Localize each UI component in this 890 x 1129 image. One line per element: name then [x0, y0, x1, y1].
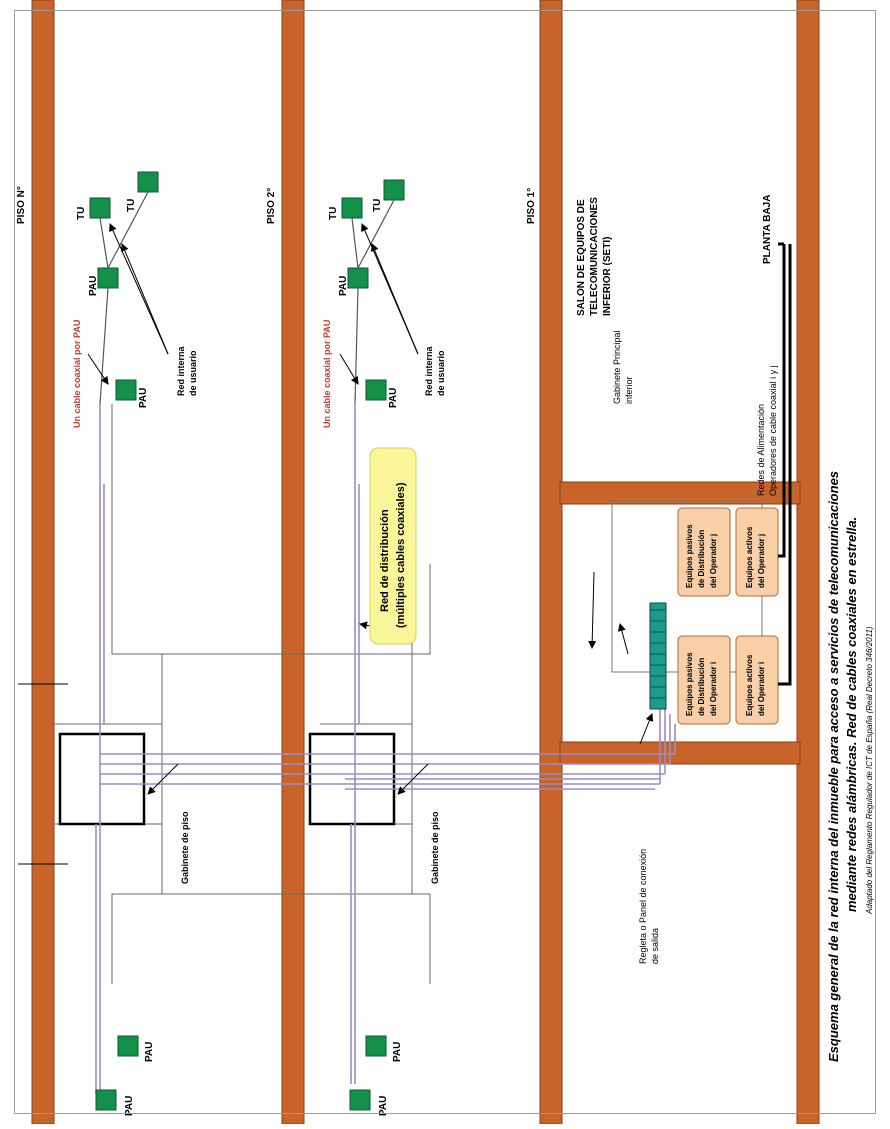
pasivos-i-box: [677, 635, 731, 725]
activos-j-l2: del Operador j: [757, 534, 766, 588]
output-panel: [649, 602, 667, 710]
pau-2-4: [365, 1035, 387, 1057]
label-piso-2: PISO 2°: [266, 188, 277, 224]
regleta-2: de salida: [650, 928, 660, 964]
activos-i-l1: Equipos activos: [745, 654, 754, 716]
pau-n-2: [115, 379, 137, 401]
pasivos-j-l3: del Operador j: [709, 534, 718, 588]
activos-i-box: [735, 635, 779, 725]
label-planta-baja: PLANTA BAJA: [762, 195, 773, 264]
red-interna-n-1: Red interna: [176, 345, 186, 396]
pasivos-i-l2: de Distribución: [697, 658, 706, 716]
seti-wall-upper: [559, 481, 801, 505]
label-piso-1: PISO 1°: [526, 188, 537, 224]
tu-label-n-2: TU: [126, 199, 137, 212]
pau-label-2-4: PAU: [392, 1042, 403, 1062]
pau-label-n-1: PAU: [88, 276, 99, 296]
caption: Esquema general de la red interna del in…: [826, 471, 874, 1062]
floor-slabs: [31, 0, 820, 1125]
activos-j-l1: Equipos activos: [745, 526, 754, 588]
red-distribucion-2: (múltiples cables coaxiales): [395, 482, 407, 628]
pau-label-2-2: PAU: [388, 388, 399, 408]
seti-title-1: SALON DE EQUIPOS DE: [576, 199, 587, 316]
seti-title-2: TELECOMUNICACIONES: [589, 197, 600, 316]
terminal-labels: TU TU PAU PAU PAU PAU TU TU PAU PAU PAU …: [76, 199, 403, 1116]
seti-wall-lower: [559, 741, 801, 765]
seti-title-3: INFERIOR (SETI): [602, 237, 613, 316]
regleta-1: Regleta o Panel de conexión: [638, 849, 648, 964]
pau-2-3: [349, 1089, 371, 1111]
tu-label-n-1: TU: [76, 207, 87, 220]
tu-label-2-2: TU: [372, 199, 383, 212]
tu-label-2-1: TU: [328, 207, 339, 220]
floor-labels: PISO N° PISO 2° PISO 1° PLANTA BAJA: [16, 186, 773, 264]
pau-n-3: [95, 1089, 117, 1111]
pau-label-n-3: PAU: [124, 1096, 135, 1116]
pasivos-j-l2: de Distribución: [697, 530, 706, 588]
gabinete-piso-2: Gabinete de piso: [430, 811, 440, 884]
pasivos-j-l1: Equipos pasivos: [685, 524, 694, 588]
caption-line1: Esquema general de la red interna del in…: [826, 471, 841, 1062]
cable-por-pau-n: Un cable coaxial por PAU: [72, 320, 82, 428]
pau-label-n-4: PAU: [144, 1042, 155, 1062]
pasivos-i-l1: Equipos pasivos: [685, 652, 694, 716]
redes-alim-2: Operadores de cable coaxial i y j: [768, 365, 778, 496]
redes-alim-1: Redes de Alimentación: [756, 404, 766, 496]
red-interna-n-2: de usuario: [188, 350, 198, 396]
caption-line2: mediante redes alámbricas. Red de cables…: [844, 517, 859, 912]
equipment-labels: Equipos pasivos de Distribución del Oper…: [685, 524, 766, 716]
pasivos-j-box: [677, 507, 731, 597]
diagram-frame: [14, 10, 876, 1114]
feeder-lines: [778, 242, 792, 686]
cable-por-pau-2: Un cable coaxial por PAU: [322, 320, 332, 428]
red-distribucion-1: Red de distribución: [379, 509, 391, 612]
activos-i-l2: del Operador i: [757, 662, 766, 716]
gabinete-principal-2: inferior: [624, 376, 634, 404]
pau-n-4: [117, 1035, 139, 1057]
pau-2-2: [365, 379, 387, 401]
operator-equipment: [677, 507, 779, 725]
red-interna-2-1: Red interna: [424, 345, 434, 396]
pasivos-i-l3: del Operador i: [709, 662, 718, 716]
annotations: Un cable coaxial por PAU Un cable coaxia…: [72, 197, 778, 964]
activos-j-box: [735, 507, 779, 597]
gabinete-piso-n: Gabinete de piso: [180, 811, 190, 884]
pau-label-2-3: PAU: [378, 1096, 389, 1116]
pau-label-n-2: PAU: [138, 388, 149, 408]
gabinete-principal-1: Gabinete Principal: [612, 330, 622, 404]
caption-source: Adaptado del Reglamento Regulador de ICT…: [865, 626, 874, 915]
distribution-highlight: [369, 447, 417, 645]
panel-body: [649, 602, 667, 710]
terminals: [89, 171, 405, 1111]
label-piso-n: PISO N°: [16, 186, 27, 224]
red-interna-2-2: de usuario: [436, 350, 446, 396]
floor-cabinet-piso-n: [58, 732, 146, 826]
pau-label-2-1: PAU: [338, 276, 349, 296]
